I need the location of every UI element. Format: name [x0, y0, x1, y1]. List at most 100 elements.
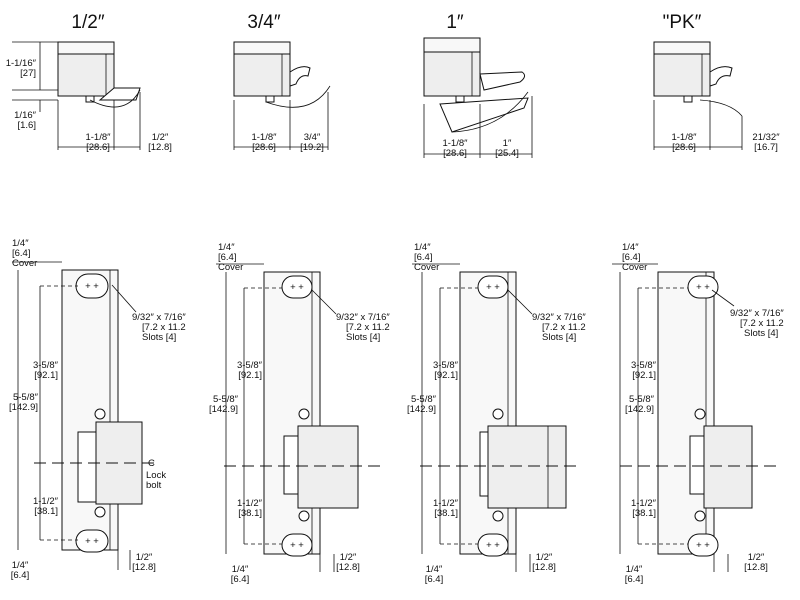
lower-dim-label: 1-1/2″	[237, 498, 263, 509]
mounting-slot	[281, 275, 313, 299]
slot-count: Slots [4]	[744, 328, 778, 339]
keeper-pin	[683, 95, 693, 103]
strike-body	[233, 53, 291, 97]
lower-dim-mm: [38.1]	[434, 508, 458, 519]
bolt-dim-mm: [25.4]	[495, 148, 519, 159]
top-view-title: 3/4″	[247, 12, 280, 33]
slot-center-mark: + +	[85, 281, 99, 292]
bottom-dim-mm: [6.4]	[11, 570, 30, 581]
top-view-title: "PK″	[663, 12, 702, 33]
face-dim-mm: [12.8]	[336, 562, 360, 573]
bolt-dim-mm: [12.8]	[148, 142, 172, 153]
cover-dim-label: 1/4″	[218, 242, 235, 253]
total-dim-mm: [142.9]	[209, 404, 238, 415]
slot-count: Slots [4]	[142, 332, 176, 343]
width-dim-mm: [28.6]	[672, 142, 696, 153]
slot-leader	[711, 289, 735, 307]
keeper-extension	[439, 97, 529, 133]
adjustment-screw	[94, 506, 106, 518]
bottom-dim-label: 1/4″	[426, 564, 443, 575]
mounting-slot	[75, 529, 109, 553]
slot-leader	[311, 289, 337, 315]
strike-cover-plate	[57, 41, 115, 55]
front-view-1: + + + + 1/4″ [6.4] Cover 3-5/8″ [92.1] 5…	[9, 238, 186, 581]
cover-label: Cover	[218, 262, 243, 273]
strike-housing	[703, 425, 753, 509]
bottom-dim-label: 1/4″	[232, 564, 249, 575]
slot-dim-mm: [7.2 x 11.2	[542, 322, 586, 333]
cover-dim-mm: [6.4]	[12, 248, 31, 259]
slot-spacing-dim-label: 3-5/8″	[631, 360, 657, 371]
total-dim-mm: [142.9]	[625, 404, 654, 415]
face-dim-label: 1/2″	[536, 552, 553, 563]
slot-center-mark: + +	[290, 282, 304, 293]
total-dim-label: 5-5/8″	[411, 394, 437, 405]
slot-dim-mm: [7.2 x 11.2	[142, 322, 186, 333]
width-dim-label: 1-1/8″	[671, 132, 697, 143]
lower-dim-mm: [38.1]	[632, 508, 656, 519]
keeper-swing-arc	[699, 99, 743, 117]
face-dim-mm: [12.8]	[532, 562, 556, 573]
total-dim-label: 5-5/8″	[629, 394, 655, 405]
width-dim-label: 1-1/8″	[251, 132, 277, 143]
adjustment-screw	[298, 408, 310, 420]
width-dim-label: 1-1/8″	[442, 138, 468, 149]
strike-housing	[297, 425, 359, 509]
strike-body	[57, 53, 115, 97]
total-dim-mm: [142.9]	[9, 402, 38, 413]
slot-center-mark: + +	[486, 540, 500, 551]
strike-cover-plate	[233, 41, 291, 55]
strike-housing	[487, 425, 567, 509]
keeper-pin	[265, 95, 275, 103]
face-dim-label: 1/2″	[748, 552, 765, 563]
keeper-pin	[85, 95, 95, 103]
slot-count: Slots [4]	[346, 332, 380, 343]
face-dim-label: 1/2″	[340, 552, 357, 563]
keeper-hook	[709, 66, 733, 87]
height-dim-mm: [27]	[20, 68, 36, 79]
offset-dim-label: 1/16″	[14, 110, 36, 121]
face-dim-label: 1/2″	[136, 552, 153, 563]
cover-dim-label: 1/4″	[414, 242, 431, 253]
keeper-hook	[479, 71, 526, 91]
slot-dim-label: 9/32″ x 7/16″	[730, 308, 784, 319]
top-view-three-quarter-inch: 3/4″ 1-1/8″ [28.6] 3/4″ [19.2]	[233, 12, 331, 153]
slot-spacing-dim-mm: [92.1]	[34, 370, 58, 381]
slot-spacing-dim-mm: [92.1]	[238, 370, 262, 381]
cover-label: Cover	[12, 258, 37, 269]
total-dim-mm: [142.9]	[407, 404, 436, 415]
cover-dim-label: 1/4″	[12, 238, 29, 249]
adjustment-screw	[94, 408, 106, 420]
bottom-dim-mm: [6.4]	[625, 574, 644, 585]
adjustment-screw	[492, 408, 504, 420]
slot-center-mark: + +	[486, 282, 500, 293]
lower-dim-mm: [38.1]	[34, 506, 58, 517]
slot-center-mark: + +	[290, 540, 304, 551]
adjustment-screw	[492, 510, 504, 522]
front-view-4: + + + + 1/4″ [6.4] Cover 3-5/8″ [92.1] 5…	[612, 242, 784, 585]
strike-body	[653, 53, 711, 97]
slot-dim-label: 9/32″ x 7/16″	[532, 312, 586, 323]
slot-spacing-dim-label: 3-5/8″	[33, 360, 59, 371]
bolt-dim-label: 21/32″	[752, 132, 780, 143]
top-view-title: 1/2″	[71, 12, 104, 33]
top-view-half-inch: 1/2″ 1-1/16″ [27] 1/16″ [1.6] 1-1/8″ [28…	[6, 12, 172, 153]
face-dim-mm: [12.8]	[132, 562, 156, 573]
strike-body	[423, 51, 481, 97]
slot-leader	[111, 284, 137, 313]
bolt-dim-mm: [16.7]	[754, 142, 778, 153]
bottom-dim-label: 1/4″	[626, 564, 643, 575]
cover-label: Cover	[622, 262, 647, 273]
lower-dim-mm: [38.1]	[238, 508, 262, 519]
offset-dim-mm: [1.6]	[18, 120, 37, 131]
top-view-title: 1″	[446, 12, 464, 33]
slot-dim-label: 9/32″ x 7/16″	[336, 312, 390, 323]
slot-spacing-dim-mm: [92.1]	[632, 370, 656, 381]
total-dim-label: 5-5/8″	[213, 394, 239, 405]
strike-cover-plate	[653, 41, 711, 55]
width-dim-label: 1-1/8″	[85, 132, 111, 143]
bottom-dim-label: 1/4″	[12, 560, 29, 571]
mounting-slot	[477, 275, 509, 299]
slot-center-mark: + +	[85, 536, 99, 547]
